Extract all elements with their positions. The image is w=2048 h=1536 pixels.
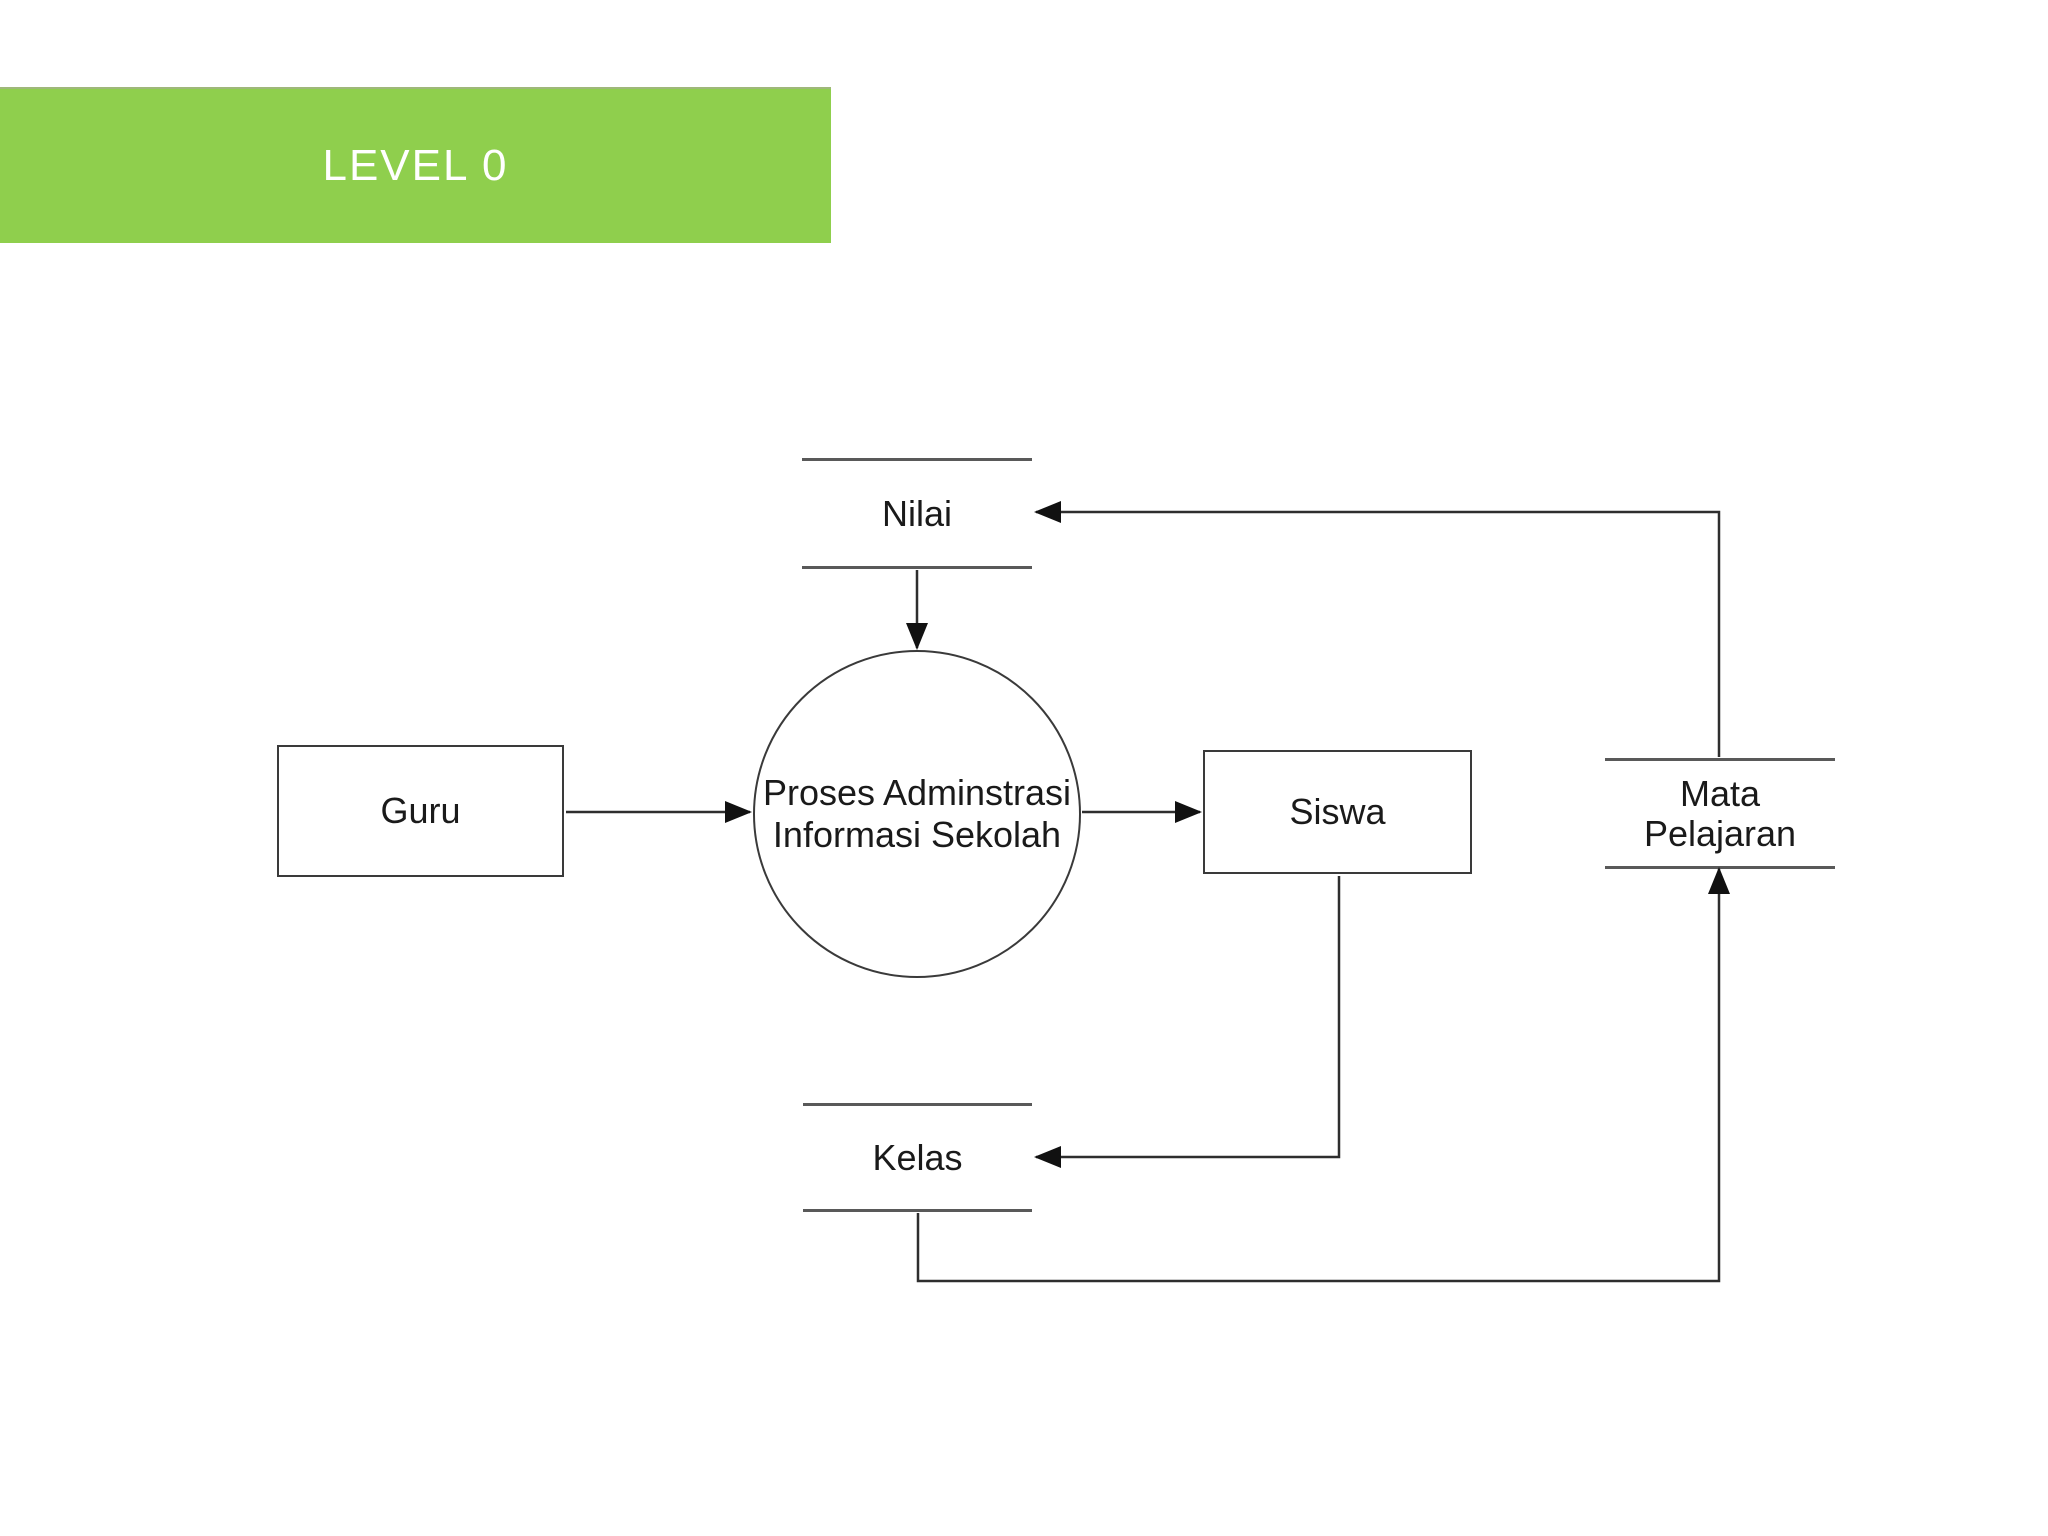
datastore-mata-pelajaran: Mata Pelajaran (1605, 758, 1835, 869)
level-banner: LEVEL 0 (0, 87, 831, 243)
process-label-line2: Informasi Sekolah (772, 814, 1062, 855)
process-label-line1: Proses Adminstrasi (762, 772, 1072, 813)
flow-kelas-to-mata-pelajaran (916, 867, 1730, 1283)
process-label: Proses Adminstrasi Informasi Sekolah (763, 772, 1071, 856)
entity-guru: Guru (277, 745, 564, 877)
datastore-kelas: Kelas (803, 1103, 1032, 1212)
flow-mata-pelajaran-to-nilai (1034, 501, 1721, 757)
datastore-nilai: Nilai (802, 458, 1032, 569)
datastore-nilai-label: Nilai (881, 492, 952, 534)
entity-guru-label: Guru (380, 790, 461, 831)
datastore-mata-pelajaran-line1: Mata (1679, 772, 1761, 814)
entity-siswa: Siswa (1203, 750, 1472, 874)
flow-siswa-to-kelas (1034, 876, 1341, 1168)
datastore-mata-pelajaran-line2: Pelajaran (1643, 812, 1797, 854)
entity-siswa-label: Siswa (1289, 791, 1386, 832)
datastore-kelas-label: Kelas (872, 1136, 963, 1178)
process-circle: Proses Adminstrasi Informasi Sekolah (753, 650, 1081, 978)
level-banner-label: LEVEL 0 (322, 141, 509, 190)
